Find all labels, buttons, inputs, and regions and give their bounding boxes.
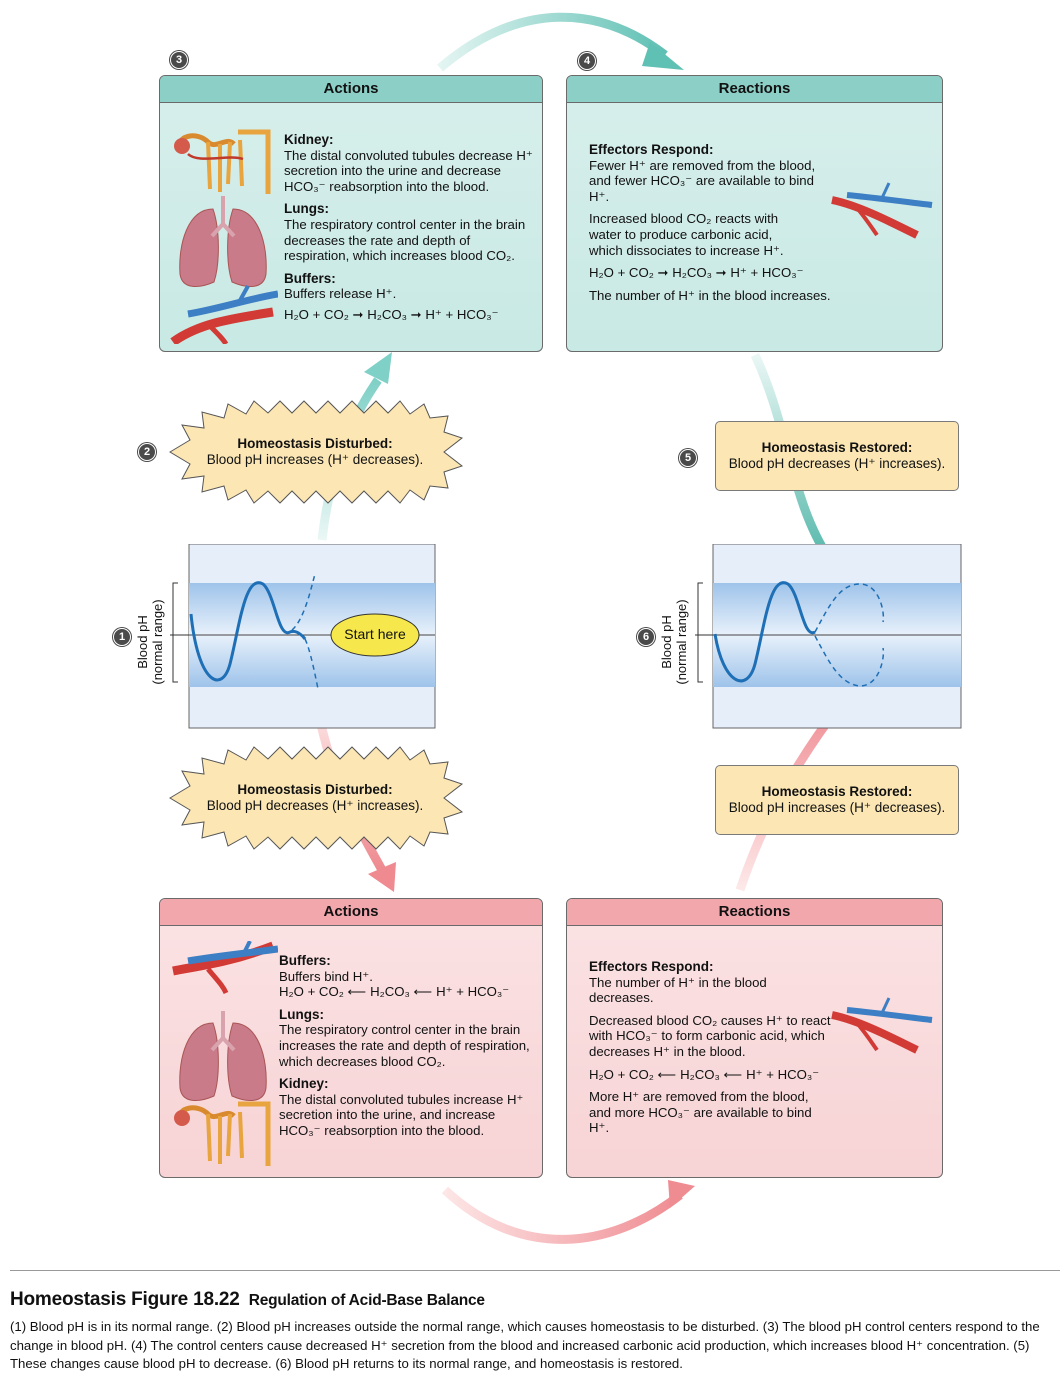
restored-bottom-heading: Homeostasis Restored: (761, 784, 913, 799)
restored-top-box: Homeostasis Restored: Blood pH decreases… (715, 421, 959, 491)
step-1-badge: 1 (113, 628, 131, 646)
top-reactions-panel: Reactions Effectors Respond: Fewer H⁺ ar… (566, 75, 943, 352)
blood-vessels-icon (172, 941, 278, 995)
buffers-heading: Buffers: (279, 953, 331, 968)
effectors-heading: Effectors Respond: (589, 959, 714, 974)
lungs-heading: Lungs: (279, 1006, 324, 1022)
right-graph-ylabel: Blood pH(normal range) (659, 599, 689, 685)
restored-top-heading: Homeostasis Restored: (761, 440, 913, 455)
top-arc-arrow (437, 12, 668, 72)
step-6-badge: 6 (637, 628, 655, 646)
top-reactions-title: Reactions (567, 76, 942, 103)
kidney-icon (174, 1101, 271, 1166)
left-ph-graph (170, 544, 436, 729)
figure-caption: (1) Blood pH is in its normal range. (2)… (10, 1319, 1040, 1371)
kidney-icon (174, 129, 271, 194)
disturbed-up-text: Blood pH increases (H⁺ decreases). (206, 452, 424, 467)
buffers-text: Buffers release H⁺. (284, 286, 397, 302)
restored-bottom-box: Homeostasis Restored: Blood pH increases… (715, 765, 959, 835)
start-here-label: Start here (344, 626, 406, 642)
top-actions-panel: Actions Kidney:The distal convoluted tub… (159, 75, 543, 352)
kidney-heading: Kidney: (284, 132, 334, 147)
flow-arrows (169, 12, 860, 1244)
kidney-text: The distal convoluted tubules increase H… (279, 1091, 524, 1138)
bottom-actions-title: Actions (160, 899, 542, 926)
buffers-equation: H₂O + CO₂ ➞ H₂CO₃ ➞ H⁺ + HCO₃⁻ (284, 306, 499, 322)
reaction-p3: The number of H⁺ in the blood increases. (589, 287, 831, 303)
step-5-badge: 5 (679, 449, 697, 467)
organ-illustrations (172, 941, 278, 1166)
disturbed-down-heading: Homeostasis Disturbed: (237, 782, 393, 797)
lungs-text: The respiratory control center in the br… (279, 1022, 530, 1069)
disturbed-starburst-bottom (169, 746, 464, 850)
blood-vessels-icon (831, 997, 933, 1054)
lungs-icon (179, 1011, 267, 1101)
lungs-icon (179, 196, 267, 287)
blood-vessels-icon (170, 285, 278, 344)
lungs-text: The respiratory control center in the br… (284, 216, 526, 264)
reaction-p1: Fewer H⁺ are removed from the blood, and… (589, 157, 816, 204)
step-3-badge: 3 (170, 51, 188, 69)
reaction-p3: More H⁺ are removed from the blood, and … (589, 1089, 812, 1136)
blood-vessels-icon (831, 182, 933, 239)
kidney-text: The distal convoluted tubules decrease H… (284, 147, 533, 194)
buffers-heading: Buffers: (284, 270, 336, 286)
effectors-heading: Effectors Respond: (589, 142, 714, 157)
right-ph-graph (695, 544, 962, 729)
step-4-badge: 4 (578, 52, 596, 70)
left-graph-ylabel: Blood pH(normal range) (135, 599, 165, 685)
bottom-reactions-title: Reactions (567, 899, 942, 926)
restored-top-text: Blood pH decreases (H⁺ increases). (728, 456, 946, 471)
reaction-p2: Decreased blood CO₂ causes H⁺ to react w… (589, 1012, 831, 1059)
bottom-reactions-panel: Reactions Effectors Respond: The number … (566, 898, 943, 1178)
buffers-equation: H₂O + CO₂ ⟵ H₂CO₃ ⟵ H⁺ + HCO₃⁻ (279, 984, 510, 1000)
kidney-heading: Kidney: (279, 1076, 329, 1092)
reaction-equation: H₂O + CO₂ ➞ H₂CO₃ ➞ H⁺ + HCO₃⁻ (589, 265, 804, 281)
figure-title: Homeostasis Figure 18.22 Regulation of A… (10, 1289, 485, 1310)
reaction-equation: H₂O + CO₂ ⟵ H₂CO₃ ⟵ H⁺ + HCO₃⁻ (589, 1066, 820, 1082)
buffers-text: Buffers bind H⁺. (279, 968, 373, 984)
step-2-badge: 2 (138, 443, 156, 461)
reaction-p2: Increased blood CO₂ reacts with water to… (589, 211, 784, 258)
lungs-heading: Lungs: (284, 201, 329, 217)
disturbed-starburst-top (169, 400, 464, 504)
disturbed-down-text: Blood pH decreases (H⁺ increases). (206, 798, 424, 813)
reaction-p1: The number of H⁺ in the blood decreases. (589, 974, 767, 1006)
restored-bottom-text: Blood pH increases (H⁺ decreases). (728, 800, 946, 815)
bottom-actions-panel: Actions Buffers:Buffers bind H⁺.H₂O + CO… (159, 898, 543, 1178)
bottom-arc-arrow (441, 1186, 683, 1244)
top-actions-title: Actions (160, 76, 542, 103)
organ-illustrations (170, 129, 278, 344)
caption-divider (10, 1270, 1060, 1271)
disturbed-up-heading: Homeostasis Disturbed: (237, 436, 393, 451)
